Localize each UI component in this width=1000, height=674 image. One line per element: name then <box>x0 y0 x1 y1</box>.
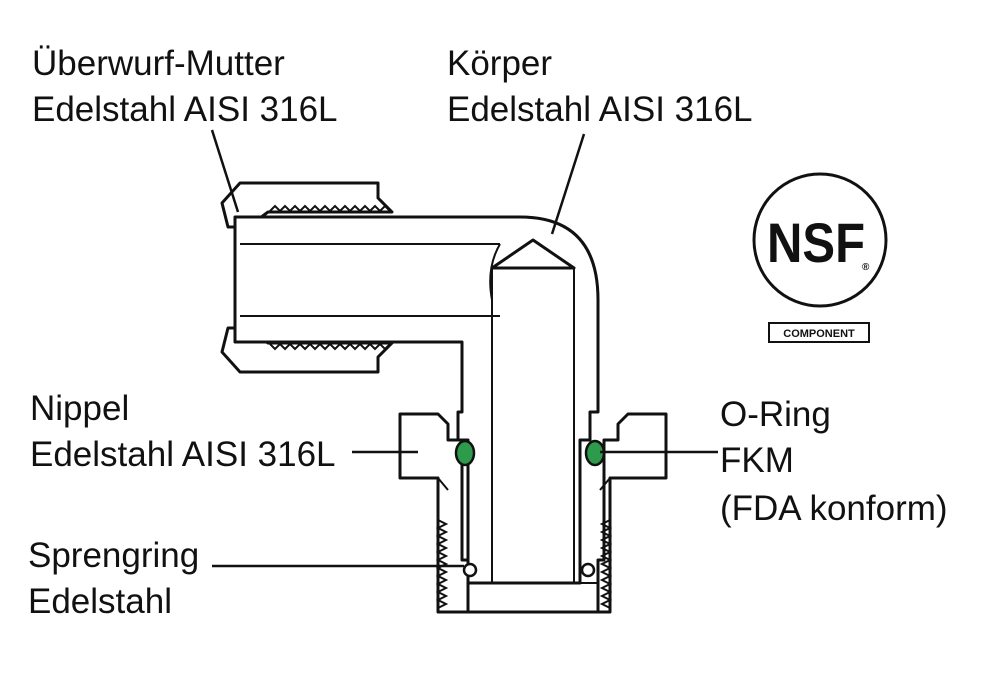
nipple-label-line1: Nippel <box>30 389 129 428</box>
nsf-badge-box <box>768 322 870 343</box>
leader-body <box>550 133 586 235</box>
snap-ring-left <box>462 562 478 578</box>
nipple-thread-left <box>435 519 449 609</box>
elbow-body-bore-horizontal <box>240 243 500 317</box>
nut-label-line1: Überwurf-Mutter <box>32 44 285 83</box>
elbow-body-outline <box>233 215 600 585</box>
snap-ring-right <box>580 562 596 578</box>
body-label-line2: Edelstahl AISI 316L <box>447 90 753 129</box>
nsf-logo-registered: ® <box>862 262 870 273</box>
nsf-logo-circle <box>752 172 888 308</box>
oring-label-line1: O-Ring <box>720 395 831 434</box>
nipple-label-line2: Edelstahl AISI 316L <box>30 435 336 474</box>
nsf-logo: NSF ® COMPONENT <box>752 172 888 343</box>
snapring-label-line2: Edelstahl <box>28 582 172 621</box>
elbow-body-bore-curve <box>489 243 501 301</box>
union-nut-thread-lower <box>269 342 391 351</box>
o-rings <box>454 439 606 467</box>
snap-rings <box>462 562 596 578</box>
snapring-label-line1: Sprengring <box>28 536 199 575</box>
nipple-thread-right <box>599 519 613 609</box>
oring-label-line2: FKM <box>720 441 794 480</box>
nsf-badge-text: COMPONENT <box>783 328 855 340</box>
union-nut <box>220 181 394 374</box>
nut-label-line2: Edelstahl AISI 316L <box>32 90 338 129</box>
elbow-body-bore-vertical <box>491 268 575 583</box>
nsf-logo-mark: NSF <box>767 211 865 274</box>
elbow-body <box>233 215 600 585</box>
elbow-body-drill-tip <box>490 238 576 270</box>
leader-nut <box>210 129 240 213</box>
union-nut-thread-upper <box>269 204 391 213</box>
o-ring-left <box>454 439 476 467</box>
oring-label-line3: (FDA konform) <box>720 489 948 528</box>
body-label-line1: Körper <box>447 44 552 83</box>
